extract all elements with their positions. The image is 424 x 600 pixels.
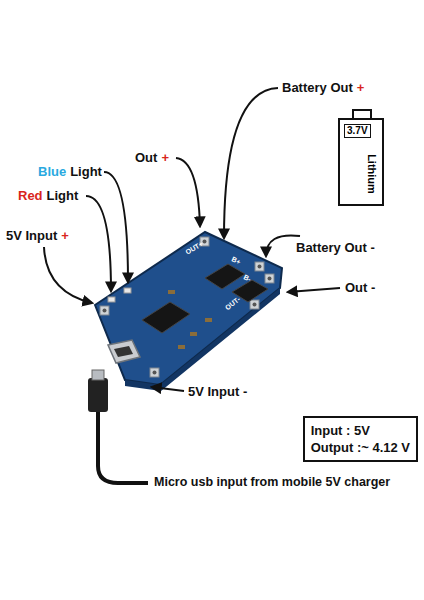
pcb-edge <box>125 288 280 391</box>
polarity-sign: + <box>161 150 169 165</box>
battery-cell: 3.7V Lithium <box>338 118 384 206</box>
solder-pads <box>100 237 274 377</box>
spec-box: Input : 5VOutput :~ 4.12 V <box>303 416 418 462</box>
caption-note: Micro usb input from mobile 5V charger <box>154 475 390 490</box>
ic-chips <box>142 264 268 333</box>
callout-label: Blue <box>38 164 66 179</box>
callout-label: Battery Out <box>282 80 353 95</box>
leader-lines <box>44 88 340 391</box>
usb-port-hole <box>114 346 133 357</box>
callout-label: Out - <box>345 280 375 295</box>
voltage-mark: 3.7V <box>344 124 371 138</box>
callout-label: 5V Input <box>6 228 57 243</box>
blue-led <box>124 288 131 293</box>
callout-label: Out <box>135 150 157 165</box>
smd-parts <box>168 290 212 349</box>
callout-label: Light <box>70 164 102 179</box>
callout-label: 5V Input - <box>188 384 247 399</box>
chemistry-mark: Lithium <box>366 154 378 194</box>
usb-plug <box>88 378 108 412</box>
usb-cable <box>98 412 148 483</box>
spec-line: Input : 5V <box>311 422 410 439</box>
polarity-sign: + <box>61 228 69 243</box>
spec-line: Output :~ 4.12 V <box>311 439 410 456</box>
polarity-sign: + <box>357 80 365 95</box>
callout-label: Light <box>47 188 79 203</box>
usb-port <box>108 340 140 363</box>
red-led <box>108 297 115 302</box>
callout-label: Battery Out - <box>296 240 375 255</box>
usb-plug-tip <box>92 370 104 380</box>
callout-label: Red <box>18 188 43 203</box>
